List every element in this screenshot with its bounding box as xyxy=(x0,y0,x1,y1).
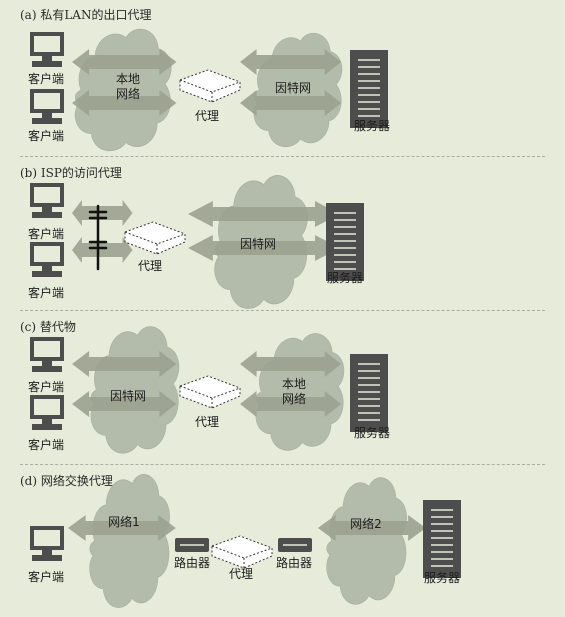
modem-line-icon xyxy=(88,204,108,271)
computer-icon xyxy=(30,89,64,124)
label-proxy: 代理 xyxy=(138,259,162,273)
label-server: 服务器 xyxy=(327,270,363,285)
proxy-device-icon xyxy=(211,535,273,569)
server-icon xyxy=(325,202,365,282)
label-client-1: 客户端 xyxy=(28,226,64,241)
label-proxy: 代理 xyxy=(195,415,219,429)
proxy-device-icon xyxy=(179,69,241,103)
label-internet: 因特网 xyxy=(240,236,276,251)
label-local-network: 本地网络 xyxy=(116,72,140,101)
router-icon xyxy=(174,537,210,553)
panel-c: (c) 替代物 客户端 客户端 因特网 代理 本地网络 服务器 xyxy=(0,312,565,462)
computer-icon xyxy=(30,526,64,561)
computer-icon xyxy=(30,395,64,430)
label-proxy: 代理 xyxy=(229,567,253,581)
computer-icon xyxy=(30,337,64,372)
server-icon xyxy=(349,353,389,433)
computer-icon xyxy=(30,183,64,218)
panel-d-diagram: 客户端 网络1 路由器 代理 路由器 网络2 服务器 xyxy=(28,474,462,608)
label-client-2: 客户端 xyxy=(28,285,64,300)
label-client-1: 客户端 xyxy=(28,379,64,394)
cloud xyxy=(326,477,408,605)
panel-c-diagram: 客户端 客户端 因特网 代理 本地网络 服务器 xyxy=(28,326,390,454)
label-server: 服务器 xyxy=(354,425,390,440)
label-router-2: 路由器 xyxy=(276,555,312,570)
panel-b-diagram: 客户端 客户端 代理 因特网 服务器 xyxy=(28,175,365,309)
computer-icon xyxy=(30,32,64,67)
panel-d-title: (d) 网络交换代理 xyxy=(20,474,113,488)
label-server: 服务器 xyxy=(424,570,460,585)
divider xyxy=(20,310,545,311)
panel-b-title: (b) ISP的访问代理 xyxy=(20,166,122,180)
proxy-device-icon xyxy=(124,221,186,255)
panel-b: (b) ISP的访问代理 客户端 客户端 代理 因特网 服务器 xyxy=(0,158,565,309)
panel-d: (d) 网络交换代理 客户端 网络1 路由器 代理 路由器 网络2 服务器 xyxy=(0,466,565,617)
label-local-network: 本地网络 xyxy=(282,377,306,406)
label-network-1: 网络1 xyxy=(108,514,140,529)
label-client: 客户端 xyxy=(28,569,64,584)
panel-a-title: (a) 私有LAN的出口代理 xyxy=(20,8,152,22)
panel-a: (a) 私有LAN的出口代理 客户端 客户端 本地网络 代理 因特网 服务器 xyxy=(0,0,565,156)
label-server: 服务器 xyxy=(354,118,390,133)
label-client-2: 客户端 xyxy=(28,128,64,143)
panel-a-diagram: 客户端 客户端 本地网络 代理 因特网 服务器 xyxy=(28,28,390,152)
label-client-2: 客户端 xyxy=(28,437,64,452)
computer-icon xyxy=(30,242,64,277)
panel-c-title: (c) 替代物 xyxy=(20,320,76,334)
server-icon xyxy=(422,499,462,579)
proxy-device-icon xyxy=(179,375,241,409)
label-internet: 因特网 xyxy=(110,388,146,403)
label-proxy: 代理 xyxy=(195,109,219,123)
label-internet: 因特网 xyxy=(275,80,311,95)
server-icon xyxy=(349,49,389,129)
cloud xyxy=(89,474,171,608)
label-router-1: 路由器 xyxy=(174,555,210,570)
label-network-2: 网络2 xyxy=(350,516,382,531)
router-icon xyxy=(277,537,313,553)
label-client-1: 客户端 xyxy=(28,71,64,86)
divider xyxy=(20,464,545,465)
divider xyxy=(20,156,545,157)
